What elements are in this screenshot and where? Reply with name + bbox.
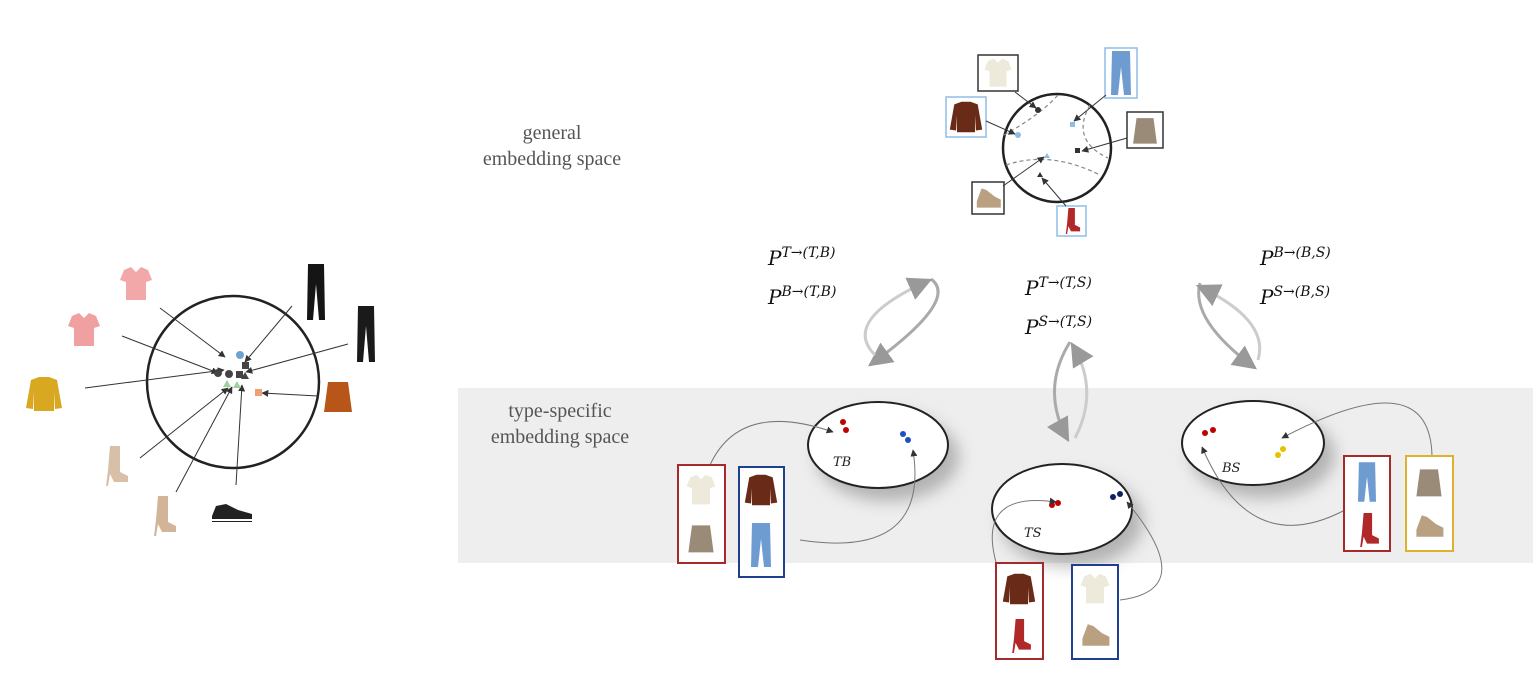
type-space-label-line1: type-specific [508,400,612,422]
ts-label: TS [1024,526,1042,541]
tb-label: TB [833,455,851,470]
tb-projection-formulas: PT→(T,B) PB→(T,B) [768,236,836,314]
general-skirt-icon [1133,118,1157,144]
bs-subspace: BS [1181,400,1454,552]
bs-label: BS [1221,461,1241,476]
left-embedding-circle [145,294,321,470]
ts-ellipse [991,463,1133,555]
bs-projection-formulas: PB→(B,S) PS→(B,S) [1260,236,1331,314]
general-top-sweater-icon [949,101,983,133]
bs-ellipse [1181,400,1325,486]
skirt-icon [324,382,352,412]
top-shirt-icon [120,267,152,300]
bs-projection-2: PS→(B,S) [1260,284,1331,309]
tb-projection-2: PB→(T,B) [768,284,837,309]
type-space-label: type-specific embedding space [470,398,650,450]
ts-projection-2: PS→(T,S) [1025,314,1093,339]
general-space-label: general embedding space [462,120,642,172]
top-blouse-icon [68,313,100,346]
black-pants-icon [307,264,325,320]
general-space-label-line2: embedding space [482,148,622,170]
ts-projection-1: PT→(T,S) [1025,275,1092,300]
general-embedding [945,47,1164,237]
shoe-boot-icon [106,446,128,486]
projection-arrows [863,277,1262,443]
sneaker-icon [211,503,253,523]
general-space-label-line1: general [522,122,582,144]
bs-skirt-icon [1416,469,1442,497]
tb-skirt-icon [688,525,714,553]
ts-subspace: TS [991,463,1163,660]
general-embedding-circle [1001,92,1113,204]
top-sweater-icon [26,377,62,411]
tb-sweater-icon [744,474,778,506]
bs-projection-1: PB→(B,S) [1260,245,1331,270]
shoe-lace-boot-icon [154,496,176,536]
left-embedding [26,264,375,536]
ts-projection-formulas: PT→(T,S) PS→(T,S) [1025,266,1092,344]
tb-ellipse [807,401,949,489]
ts-sweater-icon [1002,573,1036,605]
tb-projection-1: PT→(T,B) [768,245,836,270]
tb-subspace: TB [677,401,949,578]
type-space-label-line2: embedding space [490,426,630,448]
black-leather-pants-icon [357,306,375,362]
